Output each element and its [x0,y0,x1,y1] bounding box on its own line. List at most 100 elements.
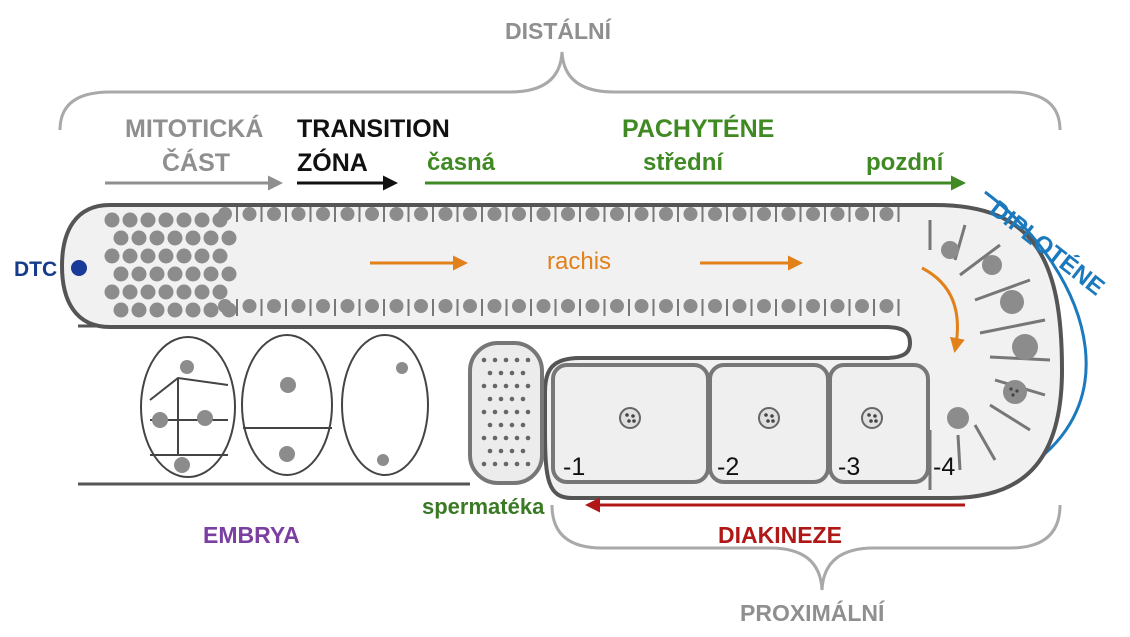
sperm-cell [510,371,515,376]
sperm-cell [504,358,509,363]
sperm-cell [493,384,498,389]
germ-cell-nucleus [806,207,820,221]
germ-cell-nucleus [292,299,306,313]
germ-cell-nucleus [757,299,771,313]
sperm-cell [499,449,504,454]
mitotic-cell-nucleus [195,249,210,264]
germ-cell-nucleus [561,207,575,221]
mitotic-cell-nucleus [114,231,129,246]
mitotic-cell-nucleus [114,267,129,282]
sperm-cell [510,449,515,454]
mitotic-cell-nucleus [141,249,156,264]
sperm-cell [510,423,515,428]
mitotic-cell-nucleus [195,285,210,300]
proximal-label: PROXIMÁLNÍ [740,602,884,625]
sperm-cell [515,410,520,415]
germ-cell-nucleus [708,207,722,221]
mitotic-cell-nucleus [177,213,192,228]
sperm-cell [499,423,504,428]
mitotic-cell-nucleus [123,213,138,228]
mitotic-cell-nucleus [132,231,147,246]
germ-cell-nucleus [243,299,257,313]
germ-cell-nucleus [855,299,869,313]
germ-cell-nucleus [806,299,820,313]
mitotic-cell-nucleus [222,231,237,246]
germ-cell-nucleus [267,299,281,313]
germ-cell-nucleus [880,207,894,221]
sperm-cell [482,436,487,441]
sperm-cell [482,384,487,389]
germ-cell-nucleus [341,207,355,221]
sperm-cell [482,462,487,467]
sperm-cell [521,423,526,428]
mitotic-cell-nucleus [123,285,138,300]
mitotic-cell-nucleus [204,267,219,282]
sperm-cell [482,410,487,415]
mitotic-cell-nucleus [177,285,192,300]
mitotic-cell-nucleus [114,303,129,318]
germ-cell-nucleus [537,299,551,313]
germ-cell-nucleus [390,299,404,313]
rachis-label: rachis [547,250,611,274]
mitotic-cell-nucleus [150,231,165,246]
sperm-cell [521,449,526,454]
pachytene-label: PACHYTÉNE [622,117,774,142]
germ-cell-nucleus [341,299,355,313]
germ-cell-nucleus [365,207,379,221]
mitotic-cell-nucleus [105,285,120,300]
germ-cell-nucleus [537,207,551,221]
mitotic-cell-nucleus [177,249,192,264]
sperm-cell [515,384,520,389]
mitotic-cell-nucleus [123,249,138,264]
early-pachytene-label: časná [427,151,495,175]
sperm-cell [488,371,493,376]
sperm-cell [499,397,504,402]
dtc-label: DTC [14,259,57,280]
sperm-cell [526,462,531,467]
mitotic-cell-nucleus [168,231,183,246]
sperm-cell [482,358,487,363]
sperm-cell [526,436,531,441]
sperm-cell [504,384,509,389]
oocyte-minus2-label: -2 [717,455,739,480]
sperm-cell [488,423,493,428]
diakinesis-label: DIAKINEZE [718,524,842,547]
germ-cell-nucleus [488,207,502,221]
mitotic-cell-nucleus [132,267,147,282]
germ-cell-nucleus [512,299,526,313]
mitotic-cell-nucleus [195,213,210,228]
germ-cell-nucleus [610,207,624,221]
sperm-cell [488,449,493,454]
germ-cell-nucleus [316,299,330,313]
germ-cell-nucleus [684,299,698,313]
sperm-cell [526,410,531,415]
germ-cell-nucleus [831,207,845,221]
mitotic-cell-nucleus [168,303,183,318]
distal-label: DISTÁLNÍ [505,20,611,43]
oocyte-minus1-label: -1 [563,455,585,480]
transition-label-line1: TRANSITION [297,117,450,142]
late-pachytene-label: pozdní [866,151,943,175]
mitotic-cell-nucleus [222,267,237,282]
oocyte-minus4-label: -4 [933,455,955,480]
germ-cell-nucleus [782,299,796,313]
mitotic-cell-nucleus [150,267,165,282]
sperm-cell [521,397,526,402]
sperm-cell [493,358,498,363]
sperm-cell [526,358,531,363]
mitotic-cell-nucleus [141,285,156,300]
germ-cell-nucleus [659,299,673,313]
mitotic-cell-nucleus [213,249,228,264]
mitotic-cell-nucleus [159,249,174,264]
sperm-cell [521,371,526,376]
oocyte-minus3-label: -3 [838,455,860,480]
germ-cell-nucleus [684,207,698,221]
germ-cell-nucleus [659,207,673,221]
sperm-cell [515,462,520,467]
germ-cell-nucleus [610,299,624,313]
germ-cell-nucleus [733,299,747,313]
germ-cell-nucleus [586,299,600,313]
germ-cell-nucleus [218,207,232,221]
germ-cell-nucleus [292,207,306,221]
